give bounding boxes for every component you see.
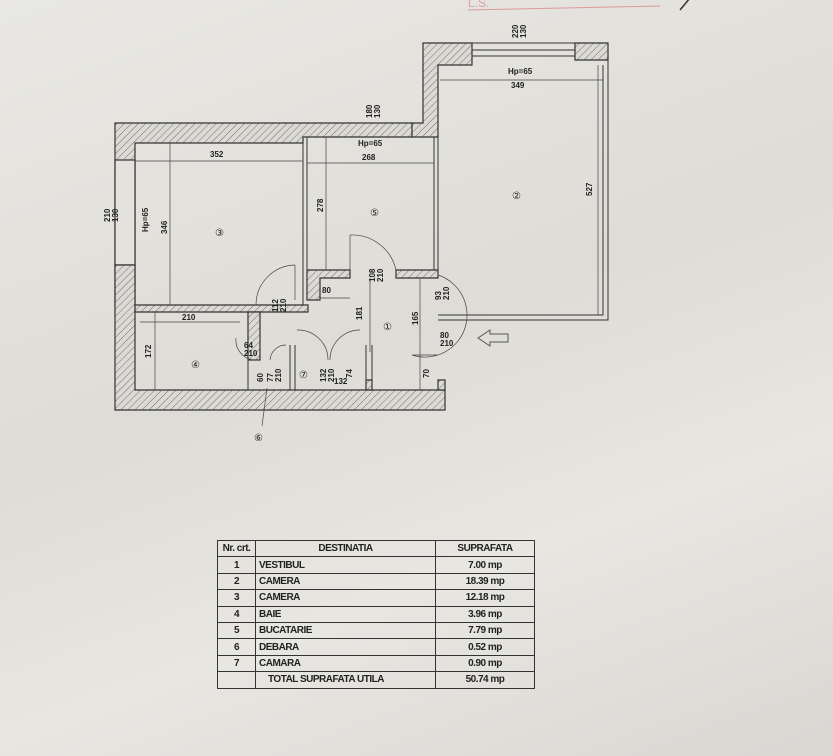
room-label-2: ② xyxy=(512,191,521,202)
dim-r2-window: 220130 xyxy=(511,24,528,38)
room-label-6: ⑥ xyxy=(254,433,263,444)
dim-r3-length: 346 xyxy=(160,220,169,234)
pen-mark xyxy=(679,0,690,11)
cell-nr: 5 xyxy=(217,621,256,640)
dim-r2-length: 527 xyxy=(585,182,594,196)
total-area: 50.74 mp xyxy=(435,671,535,689)
dimension-labels: 220130 Hp=65 349 527 180130 Hp=65 268 27… xyxy=(103,24,594,386)
dim-r6-77: 77210 xyxy=(266,368,283,382)
room-label-1: ① xyxy=(383,322,392,333)
cell-nr: 4 xyxy=(217,605,256,623)
cell-nr: 6 xyxy=(217,638,256,656)
cell-name: BAIE xyxy=(255,605,436,623)
dim-r2-width: 349 xyxy=(511,81,525,90)
dimension-lines xyxy=(135,65,603,390)
dim-r3-width: 352 xyxy=(210,150,224,159)
room-label-4: ④ xyxy=(191,360,200,371)
dim-r2-hp: Hp=65 xyxy=(508,67,533,76)
cell-area: 0.90 mp xyxy=(435,654,535,673)
room-label-5: ⑤ xyxy=(370,208,379,219)
dim-vest-181: 181 xyxy=(355,306,364,320)
dim-vest-70: 70 xyxy=(422,369,431,378)
dim-r3-hp: Hp=65 xyxy=(141,207,150,232)
cell-name: CAMARA xyxy=(255,654,436,673)
cell-name: DEBARA xyxy=(255,638,436,656)
dim-door-112: 112210 xyxy=(271,298,288,312)
cell-nr: 1 xyxy=(217,556,256,574)
table-header: Nr. crt. DESTINATIA SUPRAFATA xyxy=(217,539,535,558)
header-nr: Nr. crt. xyxy=(217,539,256,558)
cell-name: CAMERA xyxy=(255,572,436,591)
cell-area: 12.18 mp xyxy=(435,589,535,607)
dim-door-108: 108210 xyxy=(368,268,385,282)
dim-r5-window: 180130 xyxy=(365,104,382,118)
doors xyxy=(235,234,468,361)
cell-empty xyxy=(217,671,256,689)
stamp-line xyxy=(467,5,661,11)
dim-r7-74: 74 xyxy=(345,369,354,378)
cell-area: 7.00 mp xyxy=(435,556,535,574)
dim-r5-length: 278 xyxy=(316,198,325,212)
walls xyxy=(114,42,609,411)
dim-r6-60: 60 xyxy=(256,373,265,382)
dim-vest-165: 165 xyxy=(411,311,420,325)
entrance-arrow-icon xyxy=(477,329,509,347)
header-destinatia: DESTINATIA xyxy=(255,539,436,558)
cell-nr: 7 xyxy=(217,654,256,673)
total-label: TOTAL SUPRAFATA UTILA xyxy=(255,671,436,689)
cell-name: CAMERA xyxy=(255,589,436,607)
cell-nr: 2 xyxy=(217,572,256,591)
cell-area: 7.79 mp xyxy=(435,621,535,640)
header-suprafata: SUPRAFATA xyxy=(435,539,535,558)
cell-name: BUCATARIE xyxy=(255,621,436,640)
dim-r3-window: 210130 xyxy=(103,208,120,222)
dim-r4-length: 172 xyxy=(144,344,153,358)
dim-door-93: 93210 xyxy=(434,286,451,300)
room-label-7: ⑦ xyxy=(299,370,308,381)
cell-area: 3.96 mp xyxy=(435,605,535,623)
cell-area: 18.39 mp xyxy=(435,572,535,591)
stamp-text: L.S. xyxy=(468,0,489,10)
dim-door-80: 80 xyxy=(322,286,331,295)
cell-area: 0.52 mp xyxy=(435,638,535,656)
dim-r7-132: 132 xyxy=(334,377,348,386)
dim-r7-door: 132210 xyxy=(319,368,336,382)
cell-name: VESTIBUL xyxy=(255,556,436,574)
dim-r5-hp: Hp=65 xyxy=(358,139,383,148)
dim-r5-width: 268 xyxy=(362,153,376,162)
room-labels: ① ② ③ ④ ⑤ ⑥ ⑦ xyxy=(191,191,521,444)
room-label-3: ③ xyxy=(215,228,224,239)
dim-r4-width: 210 xyxy=(182,313,196,322)
cell-nr: 3 xyxy=(217,589,256,607)
